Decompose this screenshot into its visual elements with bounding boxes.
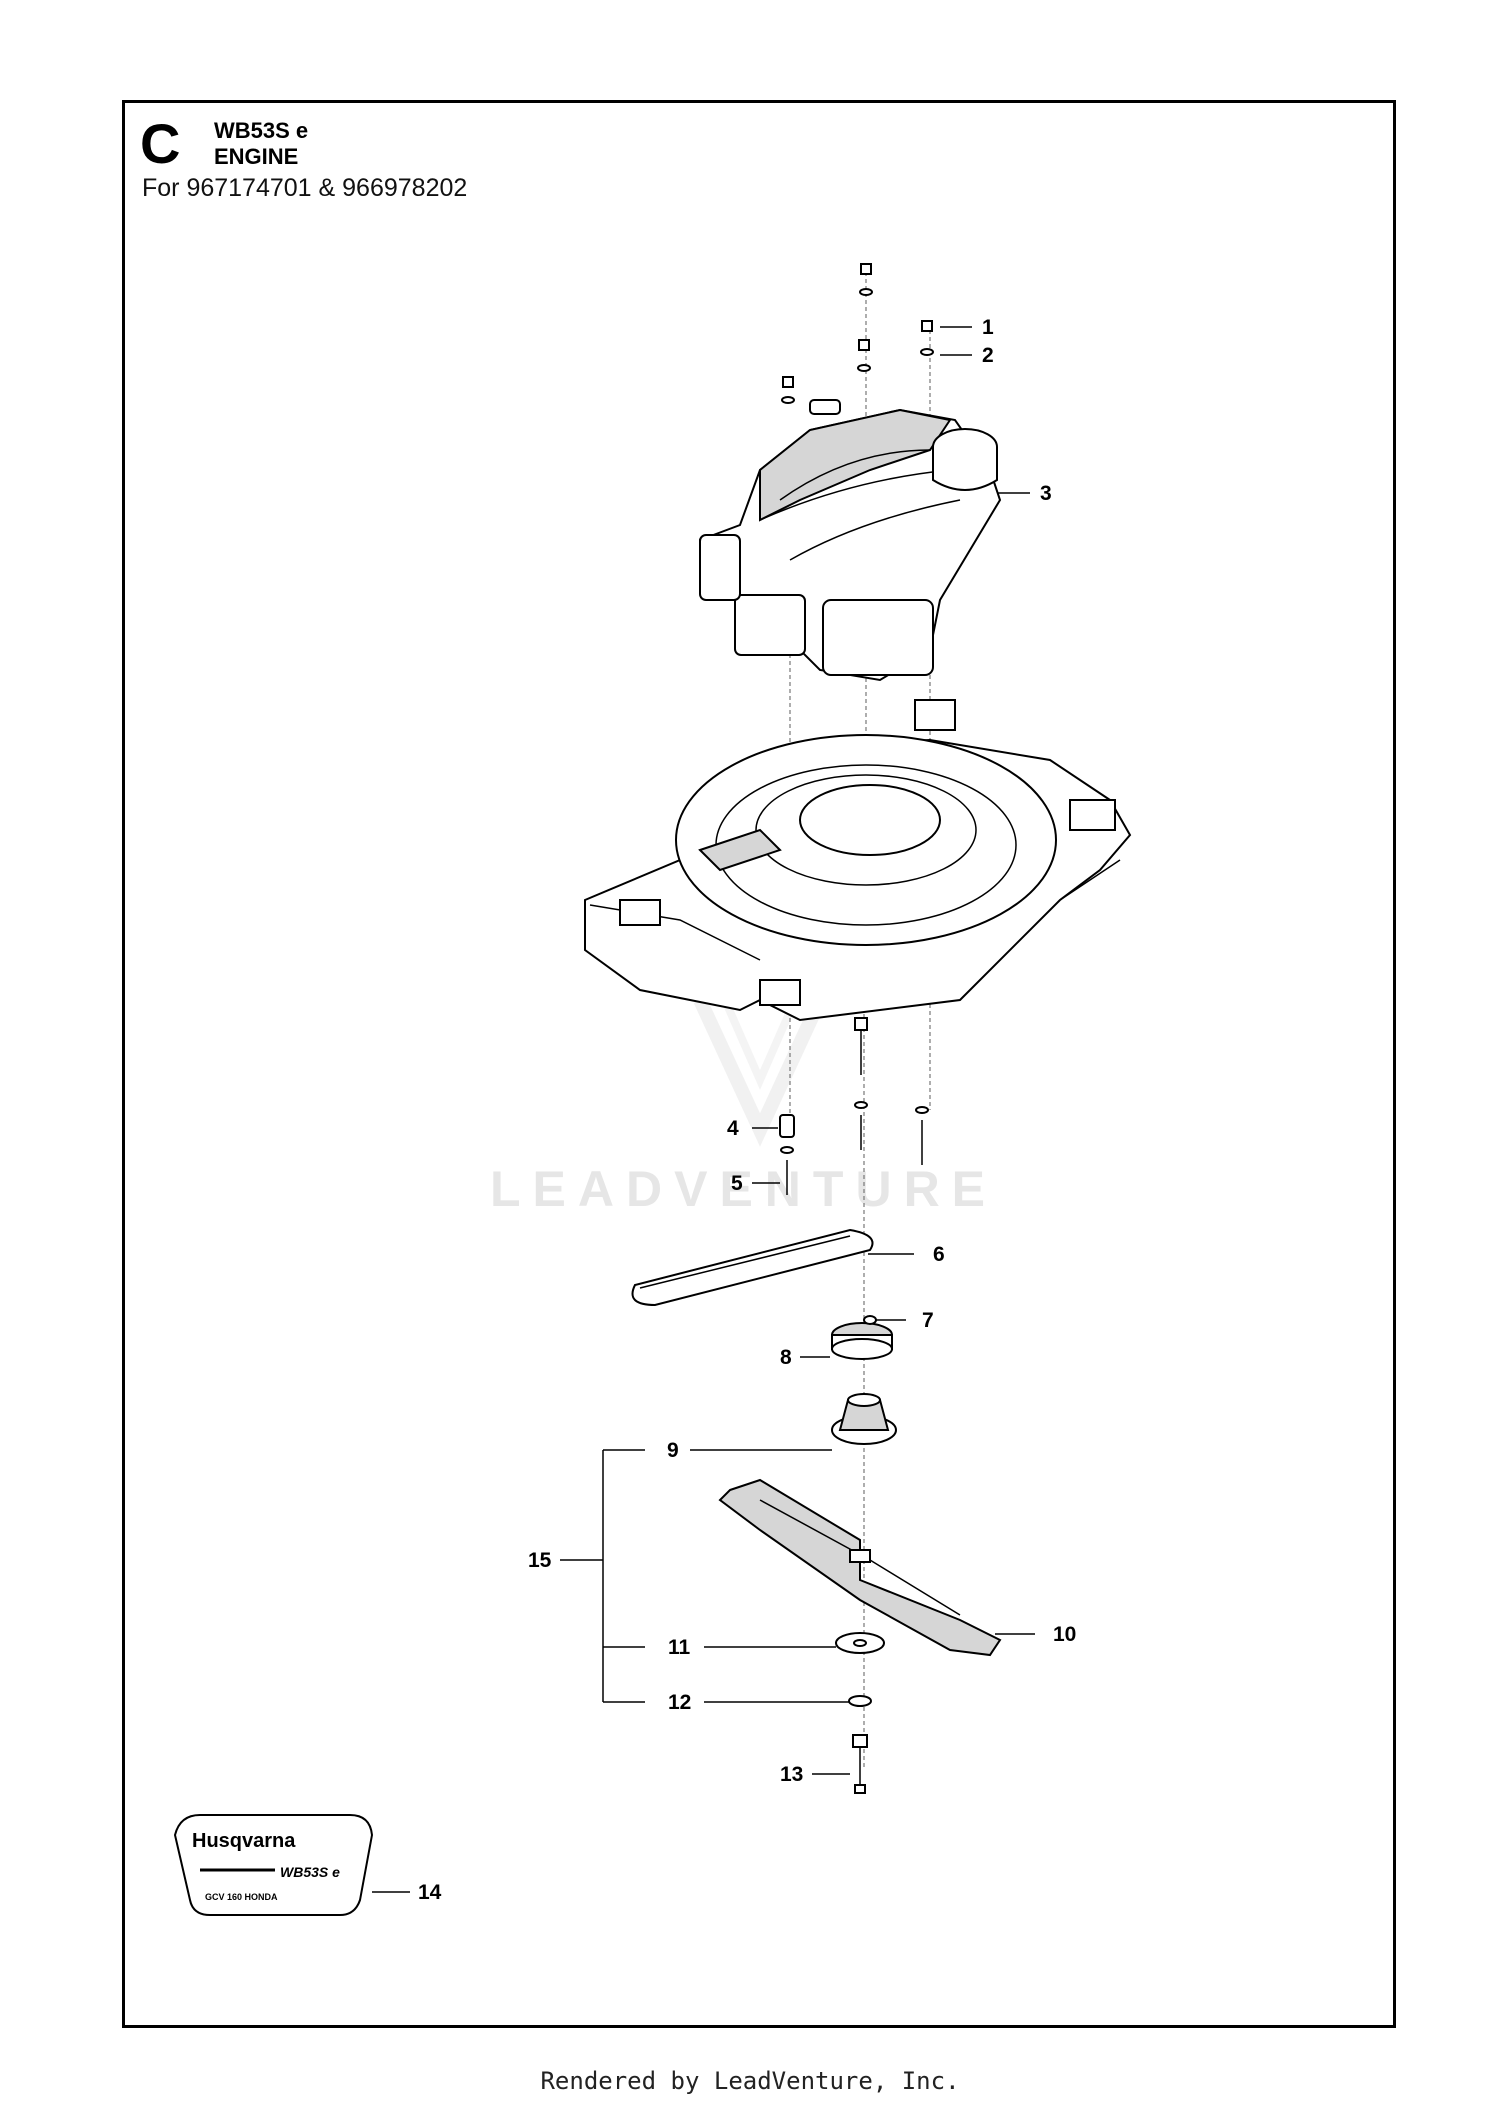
deck-bolts	[779, 1017, 929, 1195]
applies-to-line: For 967174701 & 966978202	[142, 174, 468, 202]
decal-engine: GCV 160 HONDA	[205, 1892, 278, 1902]
callout-2: 2	[982, 344, 994, 367]
callout-3: 3	[1040, 482, 1052, 505]
mower-deck	[584, 699, 1132, 1022]
callout-1: 1	[982, 316, 994, 339]
blade-adapter	[831, 1393, 897, 1445]
model-decal: Husqvarna WB53S e GCV 160 HONDA	[173, 1814, 374, 1916]
blade-washers-and-bolt	[835, 1632, 885, 1794]
callout-10: 10	[1053, 1623, 1076, 1646]
callout-7: 7	[922, 1309, 934, 1332]
engine-top-fasteners	[781, 263, 934, 404]
pulley-and-key	[831, 1315, 893, 1360]
watermark-logo	[693, 997, 827, 1147]
callout-13: 13	[780, 1763, 803, 1786]
engine-unit	[699, 399, 1002, 682]
callout-14: 14	[418, 1881, 442, 1904]
callout-6: 6	[933, 1243, 945, 1266]
mower-blade	[718, 1478, 1002, 1657]
model-title: WB53S e	[214, 118, 309, 143]
callout-9: 9	[667, 1439, 679, 1462]
callout-11: 11	[668, 1636, 691, 1659]
drive-belt	[631, 1228, 874, 1307]
callout-5: 5	[731, 1172, 743, 1195]
callout-8: 8	[780, 1346, 792, 1369]
section-title: ENGINE	[214, 144, 299, 169]
callout-12: 12	[668, 1691, 691, 1714]
section-letter: C	[140, 112, 181, 175]
diagram-frame	[122, 100, 1396, 2028]
decal-brand: Husqvarna	[192, 1830, 296, 1852]
decal-model: WB53S e	[280, 1864, 340, 1880]
callout-15: 15	[528, 1549, 552, 1572]
footer-credit: Rendered by LeadVenture, Inc.	[540, 2067, 960, 2095]
leader-lines	[372, 326, 1035, 1893]
callout-4: 4	[727, 1117, 739, 1140]
watermark-text: LEADVENTURE	[490, 1161, 998, 1217]
